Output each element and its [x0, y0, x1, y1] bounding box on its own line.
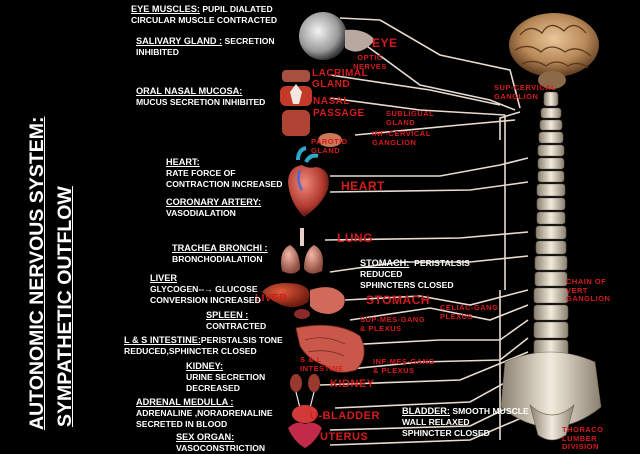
- label-liver: LIVER: [255, 293, 287, 304]
- label-parotid: PAROTID GLAND: [311, 137, 348, 155]
- annotation-eye-muscles: EYE MUSCLES: PUPIL DIALATED CIRCULAR MUS…: [131, 4, 278, 25]
- label-inf-cervical: INF-CERVICAL GANGLION: [372, 129, 431, 147]
- annotation-salivary-gland: SALIVARY GLAND : SECRETION INHIBITED: [136, 36, 275, 57]
- liver-stomach-illustration: [262, 283, 345, 319]
- eye-illustration: [299, 12, 375, 60]
- label-intestine: S & L INTESTINE: [300, 355, 344, 373]
- brain-illustration: [509, 13, 599, 89]
- label-lacrimal: LACRIMAL GLAND: [312, 68, 369, 90]
- label-celiac: CELIAC-GANG PLEXUS: [440, 303, 499, 321]
- label-chain-ganglion: CHAIN OF VERT GANGLION: [566, 277, 611, 303]
- spine-illustration: [500, 91, 602, 441]
- gland-illustrations: [280, 70, 342, 147]
- nerve-lines: [319, 17, 541, 446]
- annotation-bladder: BLADDER: SMOOTH MUSCLE WALL RELAXED SPHI…: [402, 406, 529, 438]
- label-sup-mes: SUP-MES-GANG & PLEXUS: [360, 315, 426, 333]
- label-nasal: NASAL PASSAGE: [313, 96, 365, 119]
- annotation-oral-nasal: ORAL NASAL MUCOSA: MUCUS SECRETION INHIB…: [136, 86, 266, 107]
- label-inf-mes: INF-MES-GANG & PLEXUS: [373, 357, 435, 375]
- annotation-kidney: KIDNEY: URINE SECRETION DECREASED: [186, 361, 266, 393]
- annotation-adrenal: ADRENAL MEDULLA : ADRENALINE ,NORADRENAL…: [136, 397, 273, 429]
- label-subligual: SUBLIGUAL GLAND: [386, 109, 435, 127]
- label-stomach: STOMACH: [366, 293, 430, 307]
- annotation-intestine: L & S INTESTINE:PERISTALSIS TONE REDUCED…: [124, 335, 283, 356]
- lung-illustration: [281, 228, 323, 274]
- annotation-heart: HEART: RATE FORCE OF CONTRACTION INCREAS…: [166, 157, 283, 189]
- label-bladder: U-BLADDER: [310, 410, 380, 422]
- kidney-illustration: [290, 374, 320, 409]
- label-eye: EYE: [372, 36, 398, 50]
- annotation-trachea: TRACHEA BRONCHI : BRONCHODIALATION: [172, 243, 268, 264]
- annotation-sex-organ: SEX ORGAN: VASOCONSTRICTION: [176, 432, 266, 453]
- intestine-illustration: [295, 324, 365, 373]
- label-optic-nerves: OPTIC NERVES: [353, 53, 387, 71]
- label-heart: HEART: [341, 179, 385, 193]
- label-kidney: KIDNEY: [330, 378, 375, 390]
- heart-illustration: [288, 146, 329, 217]
- annotation-coronary: CORONARY ARTERY: VASODIALATION: [166, 197, 262, 218]
- label-uterus: UTERUS: [320, 431, 369, 443]
- annotation-stomach: STOMACH: PERISTALSIS REDUCED SPHINCTERS …: [360, 258, 470, 290]
- bladder-uterus-illustration: [288, 405, 322, 448]
- annotation-liver: LIVER GLYCOGEN--→ GLUCOSE CONVERSION INC…: [150, 273, 261, 305]
- annotation-spleen: SPLEEN : CONTRACTED: [206, 310, 267, 331]
- label-lung: LUNG: [337, 231, 373, 245]
- label-thoraco-lumber: THORACO LUMBER DIVISION: [562, 425, 604, 451]
- label-sup-cervical: SUP-CERVICAL GANGLION: [494, 83, 557, 101]
